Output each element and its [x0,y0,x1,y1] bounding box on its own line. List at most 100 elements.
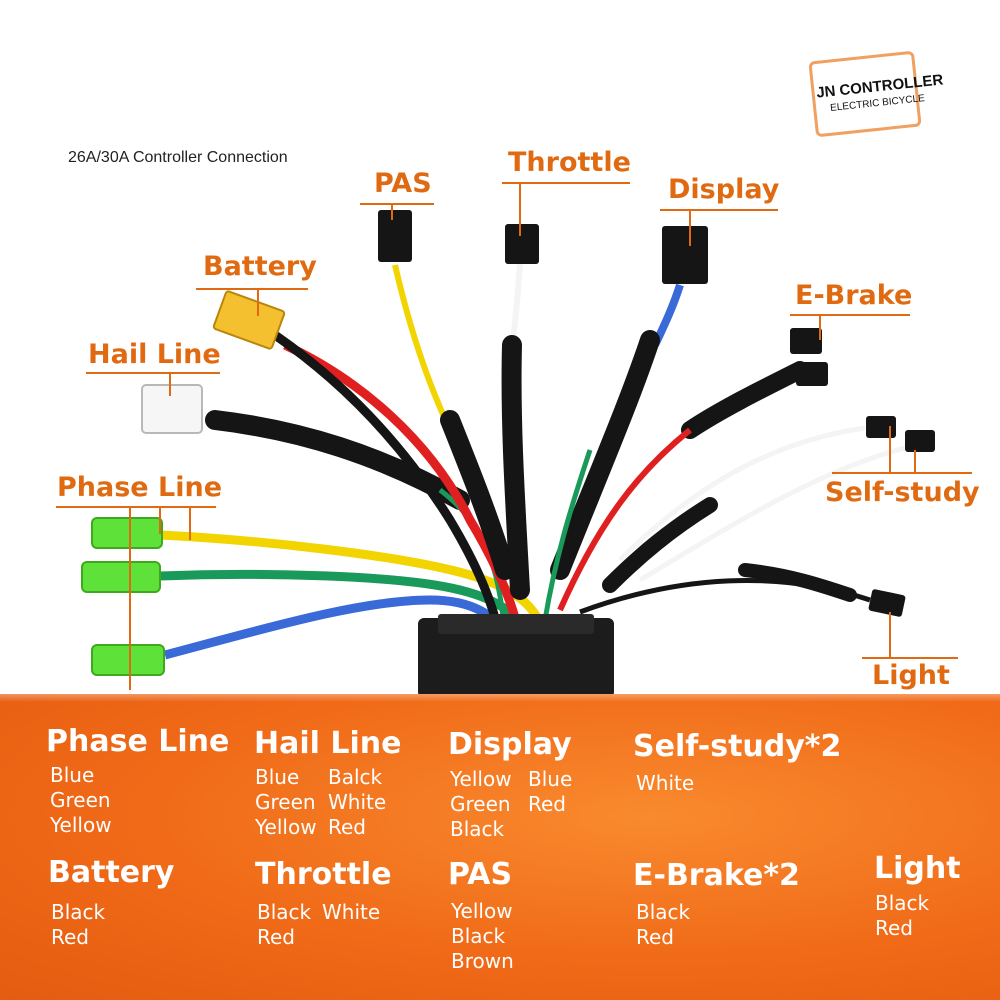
callout-pas: PAS [374,168,432,199]
callout-hail-line-underline [86,372,220,374]
callout-phase-line-underline [56,506,216,508]
legend-item: Green [255,790,316,814]
legend-item: Red [636,925,674,949]
legend-item: Black [636,900,691,924]
legend-item: White [322,900,381,924]
legend-item: Blue [255,765,300,789]
callout-ebrake: E-Brake [795,280,913,311]
legend-item: Yellow [450,767,512,791]
ebrake-sleeve [681,361,809,439]
legend-item: Red [528,792,566,816]
selfstudy-wire-1 [618,425,866,562]
legend-hail-col2: Balck White Red [328,765,386,840]
brand-logo: JN CONTROLLER ELECTRIC BICYCLE [808,50,944,138]
legend-display-col1: Yellow Green Black [450,767,512,842]
callout-light-underline [862,657,958,659]
legend-item: Red [328,815,366,839]
light-connector [868,589,906,617]
callout-battery: Battery [203,251,317,282]
legend-item: Black [451,924,506,948]
legend-item: Red [875,916,913,940]
battery-wire-red [283,340,525,641]
hail-connector [141,384,203,434]
legend-throttle-col2: White [322,900,380,925]
legend-item: Black [257,900,312,924]
legend-item: White [636,771,695,795]
callout-display: Display [668,174,780,205]
battery-connector [212,290,286,350]
legend-ebrake-col1: Black Red [636,900,690,950]
selfstudy-sleeve [602,497,718,593]
legend-item: Yellow [255,815,317,839]
legend-battery-col1: Black Red [51,900,105,950]
callout-display-underline [660,209,778,211]
selfstudy-connector-1 [866,416,896,438]
legend-hail-title: Hail Line [254,726,402,761]
legend-display-title: Display [448,727,572,762]
controller-box [418,618,614,698]
legend-selfstudy-col1: White [636,771,694,796]
callout-hail-line: Hail Line [88,339,221,370]
legend-battery-title: Battery [48,855,175,890]
legend-hail-col1: Blue Green Yellow [255,765,317,840]
callout-self-study-underline [832,472,972,474]
light-sleeve [738,563,857,602]
legend-throttle-title: Throttle [255,857,392,892]
callout-pas-underline [360,203,434,205]
legend-pas-col1: Yellow Black Brown [451,899,514,974]
phase-connector-2 [81,561,161,593]
display-connector [662,226,708,284]
legend-light-col1: Black Red [875,891,929,941]
selfstudy-wire-2 [638,445,906,583]
display-sleeve [550,330,660,580]
legend-selfstudy-title: Self-study*2 [633,729,842,764]
legend-throttle-col1: Black Red [257,900,311,950]
legend-item: Brown [451,949,514,973]
display-wire-green [542,449,593,621]
legend-item: Green [450,792,511,816]
legend-light-title: Light [874,851,961,886]
callout-throttle: Throttle [508,147,631,178]
legend-item: Yellow [50,813,112,837]
diagram-subtitle: 26A/30A Controller Connection [68,149,288,166]
selfstudy-connector-2 [905,430,935,452]
battery-wire-black [272,331,505,641]
controller-cap [438,614,594,634]
phase-wire-yellow [159,530,550,641]
legend-item: Yellow [451,899,513,923]
legend-item: Blue [50,763,95,787]
callout-throttle-underline [502,182,630,184]
ebrake-connector-2 [796,362,828,386]
legend-item: Green [50,788,111,812]
throttle-sleeve [501,335,530,600]
pas-sleeve [440,410,515,580]
phase-connector-1 [91,517,163,549]
throttle-connector [505,224,539,264]
callout-battery-underline [196,288,308,290]
legend-item: Black [450,817,505,841]
leader-lines [129,184,916,690]
callout-light: Light [872,660,950,691]
legend-pas-title: PAS [448,857,513,892]
phase-connector-3 [91,644,165,676]
legend-item: Balck [328,765,383,789]
ebrake-connector-1 [790,328,822,354]
callout-self-study: Self-study [825,477,980,508]
ebrake-wires [557,427,692,612]
pas-connector [378,210,412,262]
legend-item: Black [51,900,106,924]
color-legend: Phase Line Blue Green Yellow Hail Line B… [0,694,1000,1000]
legend-item: Red [257,925,295,949]
legend-item: Blue [528,767,573,791]
legend-item: Red [51,925,89,949]
legend-phase-col1: Blue Green Yellow [50,763,112,838]
callout-ebrake-underline [790,314,910,316]
legend-item: Black [875,891,930,915]
legend-display-col2: Blue Red [528,767,572,817]
legend-item: White [328,790,387,814]
legend-phase-title: Phase Line [46,724,230,759]
callout-phase-line: Phase Line [57,472,223,503]
legend-ebrake-title: E-Brake*2 [633,858,800,893]
